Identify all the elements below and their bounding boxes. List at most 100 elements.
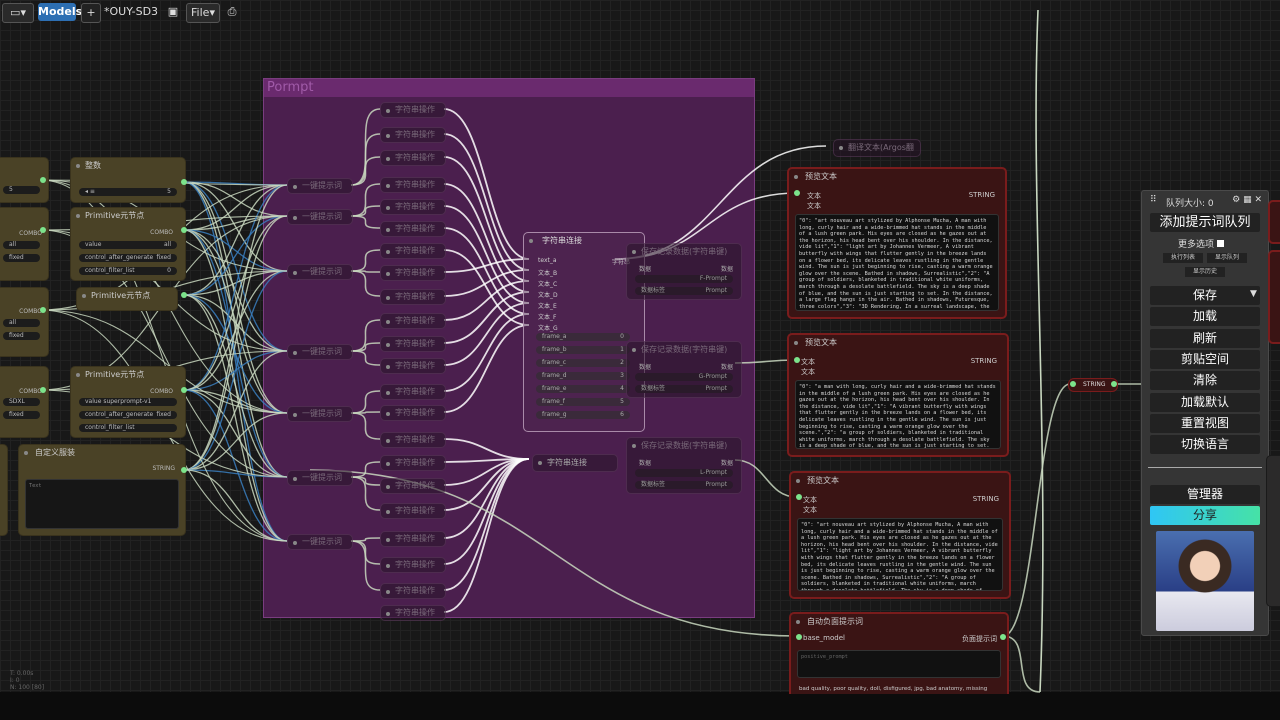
share-button[interactable]: 分享	[1150, 506, 1260, 525]
primitive-node-2[interactable]: Primitive元节点	[76, 287, 178, 311]
queue-prompt-button[interactable]: 添加提示词队列	[1150, 213, 1260, 232]
view-history-button[interactable]: 显示历史	[1185, 267, 1225, 277]
string-op-node[interactable]: 字符串操作	[380, 127, 446, 143]
panel-button[interactable]: 切换语言	[1150, 435, 1260, 455]
string-op-node[interactable]: 字符串操作	[380, 384, 446, 400]
close-icon[interactable]: ✕	[1254, 195, 1262, 205]
preview-text-node-3[interactable]: 预览文本 文本 STRING 文本 "0": "art nouveau art …	[789, 471, 1011, 599]
int-node[interactable]: 整数 5◂ ≡	[70, 157, 186, 203]
preview-text-node-1[interactable]: 预览文本 文本 STRING 文本 "0": "art nouveau art …	[787, 167, 1007, 319]
control-filter-list-widget[interactable]: control_filter_list	[79, 424, 177, 432]
port-dot[interactable]	[794, 190, 800, 196]
positive-prompt-input[interactable]: positive_prompt	[797, 650, 1001, 678]
right-stub-node-3[interactable]	[1266, 455, 1280, 607]
one-key-prompt-node[interactable]: 一键提示词	[287, 406, 353, 422]
left-stub-node-3[interactable]: COMBO all fixed	[0, 287, 49, 357]
drag-handle-icon[interactable]: ⠿	[1150, 195, 1157, 205]
exec-queue-button[interactable]: 执行列表	[1163, 253, 1203, 263]
string-op-node[interactable]: 字符串操作	[380, 557, 446, 573]
string-op-node[interactable]: 字符串操作	[380, 478, 446, 494]
port-dot[interactable]	[181, 227, 187, 233]
folder-menu-button[interactable]: ▭▾	[2, 3, 34, 23]
port-dot[interactable]	[40, 177, 46, 183]
port-dot[interactable]	[40, 227, 46, 233]
string-op-node[interactable]: 字符串操作	[380, 265, 446, 281]
left-stub-node-5[interactable]	[0, 444, 8, 536]
panel-button[interactable]: 重置视图	[1150, 413, 1260, 433]
group-header[interactable]: Pormpt	[264, 79, 754, 97]
value-widget[interactable]: value superprompt-v1	[79, 398, 177, 406]
more-options-checkbox[interactable]	[1216, 240, 1224, 247]
panel-button[interactable]: 加载	[1150, 307, 1260, 327]
view-queue-button[interactable]: 显示队列	[1207, 253, 1247, 263]
port-dot[interactable]	[181, 387, 187, 393]
models-button[interactable]: Models	[38, 3, 82, 21]
gear-icon[interactable]: ⚙	[1232, 195, 1241, 205]
int-value-widget[interactable]: 5◂ ≡	[79, 188, 177, 196]
port-dot[interactable]	[181, 292, 187, 298]
preview-textarea[interactable]: "0": "art nouveau art stylized by Alphon…	[795, 214, 999, 311]
one-key-prompt-node[interactable]: 一键提示词	[287, 178, 353, 194]
one-key-prompt-node[interactable]: 一键提示词	[287, 344, 353, 360]
right-stub-node-1[interactable]	[1268, 200, 1280, 244]
panel-button[interactable]: 剪贴空间	[1150, 349, 1260, 369]
port-dot[interactable]	[794, 357, 800, 363]
new-workflow-button[interactable]: +	[81, 3, 101, 23]
key-widget[interactable]: F-Prompt	[635, 275, 733, 283]
port-dot[interactable]	[1070, 381, 1076, 387]
port-dot[interactable]	[796, 494, 802, 500]
chevron-down-icon[interactable]: ▼	[1250, 289, 1257, 299]
port-dot[interactable]	[1000, 634, 1006, 640]
primitive-node-3[interactable]: Primitive元节点 COMBO value superprompt-v1 …	[70, 366, 186, 438]
key-widget[interactable]: G-Prompt	[635, 373, 733, 381]
string-op-node[interactable]: 字符串操作	[380, 177, 446, 193]
save-icon[interactable]: ⎙	[227, 5, 237, 18]
file-menu-button[interactable]: File▾	[186, 3, 220, 23]
panel-button[interactable]: 加载默认	[1150, 392, 1260, 412]
one-key-prompt-node[interactable]: 一键提示词	[287, 470, 353, 486]
string-op-node[interactable]: 字符串操作	[380, 336, 446, 352]
string-op-node[interactable]: 字符串操作	[380, 289, 446, 305]
string-op-node[interactable]: 字符串操作	[380, 531, 446, 547]
string-op-node[interactable]: 字符串操作	[380, 199, 446, 215]
translate-node[interactable]: 翻译文本(Argos翻译)	[833, 139, 921, 157]
string-concat-node-2[interactable]: 字符串连接	[532, 454, 618, 472]
preview-text-node-2[interactable]: 预览文本 文本 STRING 文本 "0": "a man with long,…	[787, 333, 1009, 457]
queue-panel[interactable]: ⠿ 队列大小: 0 ⚙ ▦ ✕ 添加提示词队列 更多选项 执行列表 显示队列 显…	[1141, 190, 1269, 636]
port-dot[interactable]	[181, 179, 187, 185]
preview-image[interactable]	[1156, 531, 1254, 631]
string-op-node[interactable]: 字符串操作	[380, 605, 446, 621]
string-op-node[interactable]: 字符串操作	[380, 358, 446, 374]
reroute-node[interactable]: STRING	[1068, 378, 1118, 392]
string-op-node[interactable]: 字符串操作	[380, 503, 446, 519]
left-stub-node-2[interactable]: COMBO all fixed	[0, 207, 49, 281]
custom-text-input[interactable]: Text	[25, 479, 179, 529]
preview-textarea[interactable]: "0": "a man with long, curly hair and a …	[795, 380, 1001, 449]
right-stub-node-2[interactable]	[1268, 250, 1280, 344]
port-dot[interactable]	[40, 307, 46, 313]
port-dot[interactable]	[181, 467, 187, 473]
workflow-name[interactable]: *OUY-SD3	[104, 5, 159, 18]
port-dot[interactable]	[40, 387, 46, 393]
auto-negative-prompt-node[interactable]: 自动负面提示词 base_model 负面提示词 positive_prompt…	[789, 612, 1009, 694]
manager-button[interactable]: 管理器	[1150, 485, 1260, 504]
custom-text-node[interactable]: 自定义服装 STRING Text	[18, 444, 186, 536]
string-op-node[interactable]: 字符串操作	[380, 313, 446, 329]
string-op-node[interactable]: 字符串操作	[380, 432, 446, 448]
string-op-node[interactable]: 字符串操作	[380, 455, 446, 471]
preview-textarea[interactable]: "0": "art nouveau art stylized by Alphon…	[797, 518, 1003, 591]
